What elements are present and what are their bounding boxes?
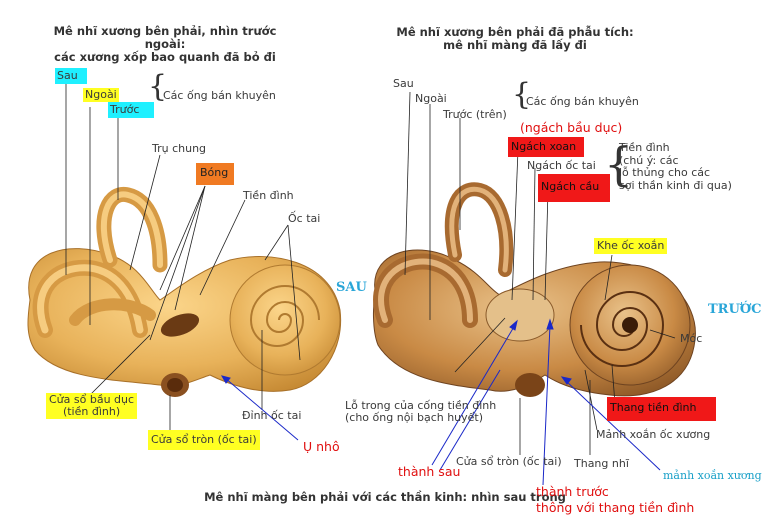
side-label-truoc: TRƯỚC (708, 302, 762, 317)
label-ngach-cau: Ngách cầu (538, 174, 610, 202)
label-khe-oc-xoan: Khe ốc xoắn (594, 238, 668, 254)
label-oc-tai: Ốc tai (288, 212, 321, 225)
label-ngoai-left: Ngoài (83, 88, 119, 102)
label-cua-so-bau-duc: Cửa sổ bầu dục (tiền đình) (46, 393, 138, 419)
label-tien-dinh-note: Tiền đình (chú ý: các lỗ thủng cho các s… (619, 141, 732, 192)
label-thang-nhi: Thang nhĩ (574, 457, 629, 470)
label-cua-so-tron-right: Cửa sổ tròn (ốc tai) (456, 455, 562, 468)
bracket-right: { (512, 77, 532, 112)
bracket-tien-dinh: { (604, 137, 634, 191)
label-tien-dinh-left: Tiền đình (243, 189, 294, 202)
label-ong-ban-khuyen-right: Các ống bán khuyên (526, 95, 639, 108)
blue-arrows (220, 318, 661, 486)
label-ngoai-right: Ngoài (415, 92, 447, 105)
right-title: Mê nhĩ xương bên phải đã phẫu tích: mê n… (396, 25, 634, 52)
label-dinh-oc-tai: Đỉnh ốc tai (242, 409, 302, 422)
label-thang-tien-dinh: Thang tiền đình (607, 397, 716, 421)
label-thanh-sau: thành sau (398, 464, 461, 479)
label-sau-left: Sau (55, 68, 87, 84)
label-cua-so-tron-left: Cửa sổ tròn (ốc tai) (148, 430, 260, 450)
label-manh-xoan: Mảnh xoắn ốc xương (596, 428, 711, 441)
label-moc: Móc (680, 332, 703, 345)
label-lo-trong: Lỗ trong của cống tiền đình (cho ống nội… (345, 399, 497, 424)
label-u-nho: Ụ nhô (303, 439, 340, 454)
label-bong: Bóng (196, 163, 234, 185)
side-label-sau: SAU (336, 280, 367, 295)
label-ngach-bau-duc: (ngách bầu dục) (520, 120, 623, 135)
bracket-left: { (148, 69, 168, 104)
label-truoc-left: Trước (108, 102, 154, 118)
label-manh-xoan-xuong: mảnh xoắn xương (663, 469, 762, 482)
label-thanh-truoc: thành trước thông với thang tiền đình (536, 484, 695, 515)
leader-lines (65, 84, 676, 455)
label-truoc-tren: Trước (trên) (443, 108, 507, 121)
right-labyrinth (372, 182, 696, 397)
left-title: Mê nhĩ xương bên phải, nhìn trước ngoài:… (53, 24, 277, 64)
label-tru-chung: Trụ chung (152, 142, 207, 155)
left-labyrinth (27, 186, 342, 397)
label-ong-ban-khuyen-left: Các ống bán khuyên (163, 89, 276, 102)
label-ngach-oc-tai: Ngách ốc tai (527, 159, 596, 172)
label-sau-right: Sau (393, 77, 414, 90)
bottom-title: Mê nhĩ màng bên phải với các thần kinh: … (204, 490, 566, 504)
label-ngach-xoan: Ngách xoan (508, 137, 584, 157)
